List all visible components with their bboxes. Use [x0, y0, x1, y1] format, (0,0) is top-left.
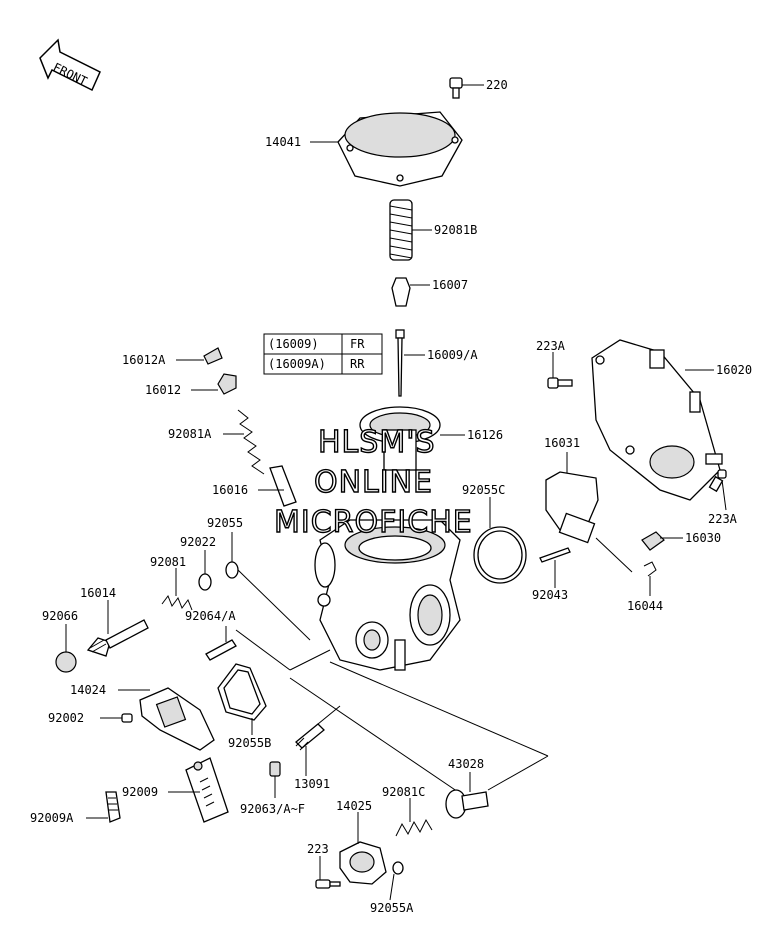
label-16031: 16031	[544, 436, 580, 450]
watermark-line-3: MICROFICHE	[274, 505, 473, 540]
label-92055B: 92055B	[228, 736, 271, 750]
label-220: 220	[486, 78, 508, 92]
label-92043: 92043	[532, 588, 568, 602]
screw-92009A-icon	[105, 791, 121, 823]
spring-92081B-icon	[389, 199, 413, 261]
carburetor-body-icon	[314, 519, 461, 671]
label-92081: 92081	[150, 555, 186, 569]
diaphragm-16126-icon	[359, 406, 441, 471]
label-92066: 92066	[42, 609, 78, 623]
bolt-223-icon	[315, 879, 341, 889]
watermark: HLSM'S ONLINE MICROFICHE	[273, 424, 473, 540]
watermark-line-1: HLSM'S	[318, 425, 436, 460]
bolt-220-icon	[449, 77, 463, 99]
label-14025: 14025	[336, 799, 372, 813]
spring-92081A-icon	[237, 409, 265, 475]
bolt-223A-right-icon	[708, 469, 727, 493]
needle-clip-16007-icon	[391, 277, 411, 307]
watermark-line-2: ONLINE	[314, 465, 433, 500]
label-92009: 92009	[122, 785, 158, 799]
screw-set-92009-icon	[185, 757, 229, 823]
label-16012A: 16012A	[122, 353, 166, 367]
o-ring-92055-icon	[225, 561, 239, 579]
table-row-1-part: (16009)	[268, 337, 319, 351]
label-16030: 16030	[685, 531, 721, 545]
front-arrow-icon: FRONT	[39, 38, 101, 92]
piston-16016-icon	[269, 465, 297, 507]
label-92064A: 92064/A	[185, 609, 236, 623]
float-bowl-16020-icon	[591, 339, 723, 501]
label-223: 223	[307, 842, 329, 856]
float-pin-92043-icon	[539, 547, 571, 563]
label-14041: 14041	[265, 135, 301, 149]
jet-92064A-icon	[205, 639, 237, 661]
table-row-2-loc: RR	[350, 357, 365, 371]
float-valve-16030-icon	[641, 531, 665, 551]
cover-14024-icon	[139, 687, 215, 751]
label-92081A: 92081A	[168, 427, 212, 441]
table-row-1-loc: FR	[350, 337, 365, 351]
label-16012: 16012	[145, 383, 181, 397]
screw-92002-icon	[121, 713, 133, 723]
plunger-43028-icon	[445, 789, 489, 819]
table-row-2-part: (16009A)	[268, 357, 326, 371]
label-92081B: 92081B	[434, 223, 477, 237]
label-92022: 92022	[180, 535, 216, 549]
label-16020: 16020	[716, 363, 752, 377]
washer-92022-icon	[198, 573, 212, 591]
label-13091: 13091	[294, 777, 330, 791]
label-16044: 16044	[627, 599, 663, 613]
needle-holder-16012A-icon	[203, 347, 223, 365]
label-43028: 43028	[448, 757, 484, 771]
spring-92081C-icon	[395, 818, 433, 837]
pilot-screw-16014-icon	[86, 619, 149, 657]
float-16031-icon	[545, 471, 599, 544]
label-92055C: 92055C	[462, 483, 505, 497]
cover-14025-icon	[339, 841, 387, 885]
jet-92063-icon	[269, 761, 281, 777]
cap-92066-icon	[55, 651, 77, 673]
o-ring-92055A-icon	[392, 861, 404, 875]
needle-location-table: (16009) FR (16009A) RR	[263, 333, 383, 375]
o-ring-92055C-icon	[473, 526, 527, 584]
label-92002: 92002	[48, 711, 84, 725]
shaft-13091-icon	[295, 723, 325, 751]
label-16126: 16126	[467, 428, 503, 442]
label-16016: 16016	[212, 483, 248, 497]
label-14024: 14024	[70, 683, 106, 697]
label-92063: 92063/A~F	[240, 802, 305, 816]
label-92081C: 92081C	[382, 785, 425, 799]
label-92009A: 92009A	[30, 811, 74, 825]
needle-holder-16012-icon	[217, 373, 237, 395]
label-223A-right: 223A	[708, 512, 738, 526]
label-16007: 16007	[432, 278, 468, 292]
carburetor-top-cover-icon	[337, 111, 463, 187]
bolt-223A-top-icon	[547, 377, 573, 389]
label-223A-top: 223A	[536, 339, 566, 353]
label-16014: 16014	[80, 586, 116, 600]
label-92055: 92055	[207, 516, 243, 530]
spring-92081-icon	[161, 594, 193, 611]
label-92055A: 92055A	[370, 901, 414, 915]
jet-needle-16009-icon	[395, 329, 405, 397]
o-ring-92055B-icon	[217, 663, 267, 721]
clip-16044-icon	[643, 561, 657, 577]
label-16009A: 16009/A	[427, 348, 478, 362]
